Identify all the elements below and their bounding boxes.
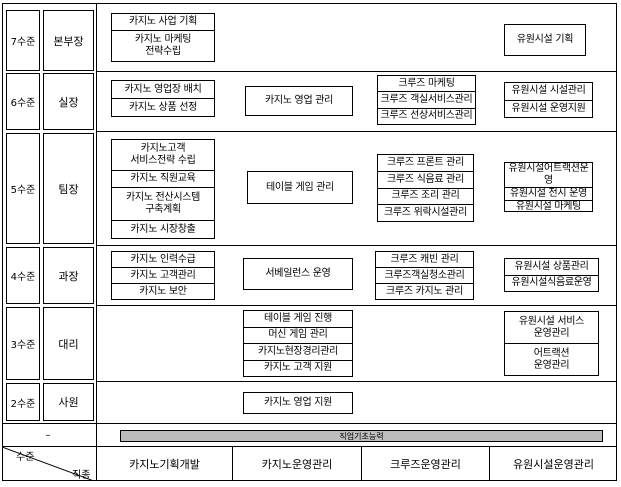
task: 카지노 영업 지원 bbox=[263, 397, 333, 408]
level-5: 5수준 bbox=[6, 133, 40, 244]
task: 크루즈 조리 관리 bbox=[378, 187, 473, 205]
box-casino-3: 테이블 게임 진행 머신 게임 관리 카지노현장경리관리 카지노 고객 지원 bbox=[243, 310, 353, 377]
box-casino-6a: 카지노 영업장 배치 카지노 상품 선정 bbox=[111, 80, 215, 117]
task: 유원시설 운영지원 bbox=[505, 99, 592, 118]
task: 카지노 전산시스템 구축계획 bbox=[112, 187, 214, 220]
job-park-operation: 유원시설운영관리 bbox=[513, 458, 594, 471]
box-park-3: 유원시설 서비스 운영관리 어트랙션 운영관리 bbox=[504, 311, 599, 376]
task: 크루즈 마케팅 bbox=[398, 77, 455, 89]
position-3: 대리 bbox=[43, 307, 94, 380]
task: 머신 게임 관리 bbox=[244, 326, 352, 344]
box-casino-4a: 카지노 인력수급 카지노 고객관리 카지노 보안 bbox=[111, 251, 215, 300]
task: 카지노 상품 선정 bbox=[112, 98, 214, 116]
task: 유원시설 기획 bbox=[516, 34, 574, 45]
task: 유원시설식음료운영 bbox=[505, 274, 598, 292]
task: 크루즈객실청소관리 bbox=[376, 267, 473, 283]
task: 크루즈 식음료 관리 bbox=[378, 170, 473, 188]
level-6: 6수준 bbox=[6, 73, 40, 130]
task: 카지노 마케팅 전략수립 bbox=[112, 30, 214, 61]
task: 카지노 고객 지원 bbox=[244, 359, 352, 377]
box-casino-4b: 서베일런스 운영 bbox=[243, 258, 353, 290]
level-4: 4수준 bbox=[6, 247, 40, 304]
task: 유원시설 전시 운영 bbox=[505, 187, 592, 200]
position-7: 본부장 bbox=[43, 10, 94, 71]
box-park-5: 유원시설어트랙션운영 유원시설 전시 운영 유원시설 마케팅 bbox=[504, 162, 593, 212]
task: 유원시설 서비스 운영관리 bbox=[518, 315, 585, 339]
task: 카지노 인력수급 bbox=[130, 253, 196, 265]
box-casino-6b: 카지노 영업 관리 bbox=[245, 86, 353, 116]
position-5: 팀장 bbox=[43, 133, 94, 244]
row-line-3 bbox=[96, 305, 616, 306]
box-casino-5b: 테이블 게임 관리 bbox=[247, 171, 353, 204]
task: 크루즈 프론트 관리 bbox=[387, 156, 464, 168]
position-2: 사원 bbox=[43, 383, 94, 421]
corner-level: 수준 bbox=[16, 452, 35, 463]
foundation-bar: 직업기초능력 bbox=[120, 430, 603, 442]
task: 크루즈 선상서비스관리 bbox=[378, 107, 475, 124]
job-casino-planning: 카지노기획개발 bbox=[129, 458, 200, 471]
task: 크루즈 위락시설관리 bbox=[378, 204, 473, 221]
task: 카지노 사업 기획 bbox=[128, 16, 198, 27]
task: 카지노 영업장 배치 bbox=[124, 83, 202, 95]
row-line-4 bbox=[96, 245, 616, 246]
job-casino-operation: 카지노운영관리 bbox=[261, 458, 333, 471]
divider-foundation bbox=[96, 423, 97, 446]
corner-diagonal bbox=[2, 447, 94, 481]
task: 카지노 시장창출 bbox=[112, 220, 214, 238]
level-2: 2수준 bbox=[6, 383, 40, 421]
footer-divider-3 bbox=[489, 446, 490, 481]
task: 유원시설 마케팅 bbox=[505, 200, 592, 213]
job-cruise-operation: 크루즈운영관리 bbox=[390, 458, 461, 471]
box-park-6: 유원시설 시설관리 유원시설 운영지원 bbox=[504, 82, 593, 118]
position-4: 과장 bbox=[43, 247, 94, 304]
level-3: 3수준 bbox=[6, 307, 40, 380]
task: 카지노 고객관리 bbox=[112, 267, 214, 283]
task: 카지노 보안 bbox=[112, 283, 214, 299]
task: 크루즈 객실서비스관리 bbox=[378, 91, 475, 107]
task: 유원시설 시설관리 bbox=[511, 85, 586, 97]
row-line-foundation bbox=[2, 446, 617, 447]
footer-divider-0 bbox=[96, 446, 97, 481]
task: 테이블 게임 진행 bbox=[263, 312, 333, 324]
task: 크루즈 카지노 관리 bbox=[376, 283, 473, 299]
row-line-6 bbox=[96, 71, 616, 72]
position-6: 실장 bbox=[43, 73, 94, 130]
box-cruise-6: 크루즈 마케팅 크루즈 객실서비스관리 크루즈 선상서비스관리 bbox=[377, 75, 476, 125]
task: 크루즈 캐빈 관리 bbox=[390, 253, 459, 265]
task: 유원시설어트랙션운영 bbox=[508, 163, 589, 186]
task: 서베일런스 운영 bbox=[265, 268, 331, 279]
task: 테이블 게임 관리 bbox=[265, 181, 335, 193]
corner-job: 직종 bbox=[72, 470, 91, 481]
task: 어트랙션 운영관리 bbox=[505, 343, 598, 375]
footer-divider-1 bbox=[232, 446, 233, 481]
box-park-planning-7: 유원시설 기획 bbox=[504, 24, 586, 56]
row-line-5 bbox=[96, 131, 616, 132]
level-7: 7수준 bbox=[6, 10, 40, 71]
row-line-2 bbox=[96, 381, 616, 382]
box-park-4: 유원시설 상품관리 유원시설식음료운영 bbox=[504, 258, 599, 292]
task: 카지노 직원교육 bbox=[112, 170, 214, 187]
corner-header: 수준 직종 bbox=[2, 447, 94, 481]
task: 카지노 영업 관리 bbox=[264, 95, 334, 106]
box-casino-2: 카지노 영업 지원 bbox=[243, 392, 353, 414]
task: 유원시설 상품관리 bbox=[514, 260, 589, 272]
task: 카지노현장경리관리 bbox=[244, 343, 352, 360]
foundation-dash: – bbox=[45, 430, 51, 441]
box-cruise-4: 크루즈 캐빈 관리 크루즈객실청소관리 크루즈 카지노 관리 bbox=[375, 251, 474, 300]
box-casino-5a: 카지노고객 서비스전략 수립 카지노 직원교육 카지노 전산시스템 구축계획 카… bbox=[111, 139, 215, 239]
divider-left bbox=[96, 3, 97, 426]
row-line-bottom bbox=[2, 423, 617, 424]
footer-divider-2 bbox=[361, 446, 362, 481]
task: 카지노고객 서비스전략 수립 bbox=[130, 143, 196, 166]
box-casino-planning-7: 카지노 사업 기획 카지노 마케팅 전략수립 bbox=[111, 13, 215, 62]
box-cruise-5: 크루즈 프론트 관리 크루즈 식음료 관리 크루즈 조리 관리 크루즈 위락시설… bbox=[377, 154, 474, 222]
diagram-frame bbox=[2, 3, 617, 481]
